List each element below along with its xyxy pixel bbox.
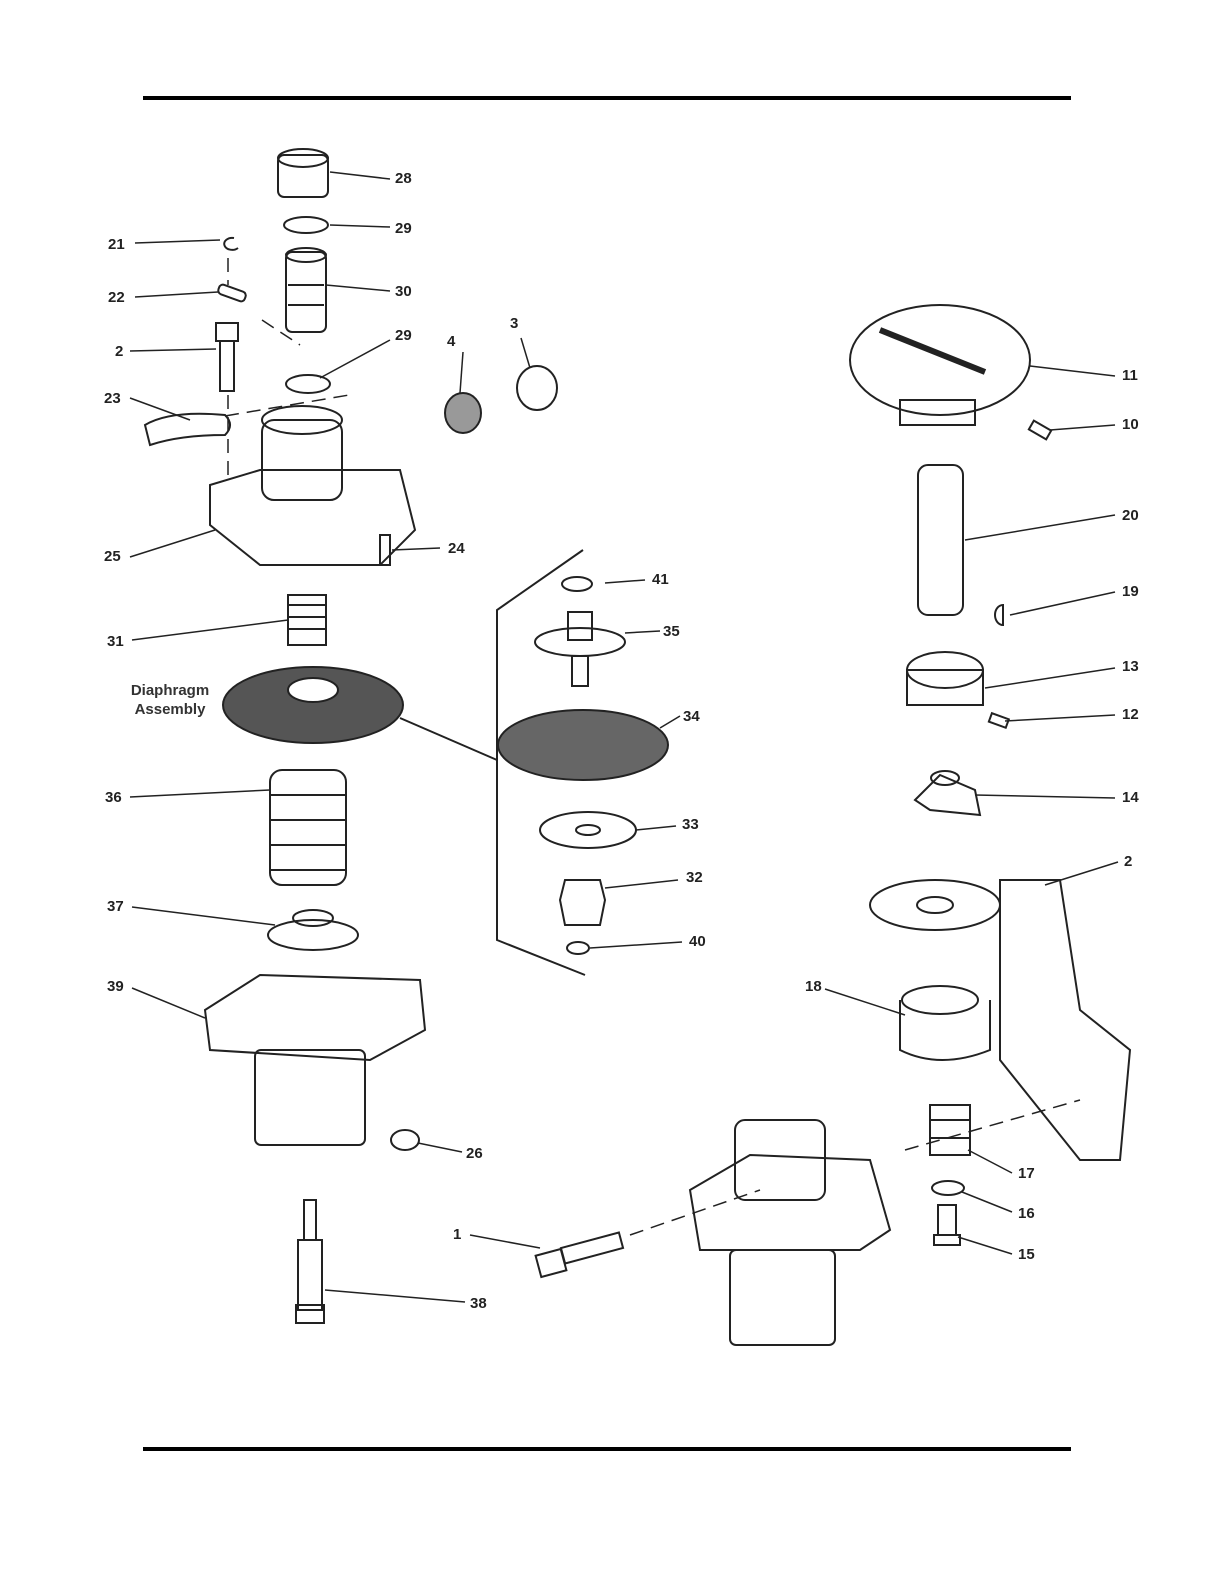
diaphragm-assembly-label: Diaphragm Assembly [120, 681, 220, 719]
callout-25: 25 [104, 548, 121, 565]
callout-39: 39 [107, 978, 124, 995]
diaphragm-leader [400, 718, 497, 760]
callout-21: 21 [108, 236, 125, 253]
diaphragm-assembly [223, 667, 403, 743]
callout-14: 14 [1122, 789, 1139, 806]
part-32-hex-nut [560, 880, 605, 925]
callout-28: 28 [395, 170, 412, 187]
callout-37: 37 [107, 898, 124, 915]
callout-40: 40 [689, 933, 706, 950]
callout-33: 33 [682, 816, 699, 833]
callout-34: 34 [683, 708, 700, 725]
callout-31: 31 [107, 633, 124, 650]
callout-29-lower: 29 [395, 327, 412, 344]
part-34-diaphragm [498, 710, 668, 780]
part-25-housing [210, 406, 415, 565]
part-35-plate [535, 612, 625, 686]
regulator-assembly [690, 1120, 890, 1345]
part-16-washer [932, 1181, 964, 1195]
part-37-seat [268, 910, 358, 950]
part-20-shaft [918, 465, 963, 615]
callout-19: 19 [1122, 583, 1139, 600]
callout-12: 12 [1122, 706, 1139, 723]
part-28-cap [278, 149, 328, 197]
part-36-bellows [270, 770, 346, 885]
callout-30: 30 [395, 283, 412, 300]
part-2-bolt-left [216, 323, 238, 391]
callout-2-right: 2 [1124, 853, 1132, 870]
part-33-washer [540, 812, 636, 848]
part-26-nut [391, 1130, 419, 1150]
part-4-screen [445, 393, 481, 433]
callout-15: 15 [1018, 1246, 1035, 1263]
callout-41: 41 [652, 571, 669, 588]
part-29-ring-top [284, 217, 328, 233]
part-19-key [995, 605, 1003, 625]
callout-10: 10 [1122, 416, 1139, 433]
part-14-cam [915, 771, 980, 815]
part-2-bracket-right [870, 880, 1130, 1160]
callout-32: 32 [686, 869, 703, 886]
callout-26: 26 [466, 1145, 483, 1162]
part-15-screw [934, 1205, 960, 1245]
callout-36: 36 [105, 789, 122, 806]
part-38-screw [296, 1200, 324, 1323]
callout-35: 35 [663, 623, 680, 640]
callout-11: 11 [1122, 367, 1138, 384]
callout-23: 23 [104, 390, 121, 407]
part-30-valve [286, 248, 326, 332]
callout-18: 18 [805, 978, 822, 995]
callout-4: 4 [447, 333, 455, 350]
part-1-bolt [536, 1233, 623, 1277]
part-29-ring-bottom [286, 375, 330, 393]
callout-20: 20 [1122, 507, 1139, 524]
part-40-ring [567, 942, 589, 954]
part-22-pin [217, 284, 247, 303]
part-17-spring [930, 1105, 970, 1155]
callout-22: 22 [108, 289, 125, 306]
part-21-clip [224, 238, 238, 250]
callout-3: 3 [510, 315, 518, 332]
part-39-lower-housing [205, 975, 425, 1145]
part-41-ring [562, 577, 592, 591]
callout-1: 1 [453, 1226, 461, 1243]
callout-13: 13 [1122, 658, 1139, 675]
part-3-washer [517, 366, 557, 410]
callout-29: 29 [395, 220, 412, 237]
part-10-setscrew [1029, 421, 1051, 440]
part-31-spring [288, 595, 326, 645]
callout-2-left: 2 [115, 343, 123, 360]
part-18-cup [900, 986, 990, 1060]
callout-38: 38 [470, 1295, 487, 1312]
part-11-knob [850, 305, 1030, 425]
callout-16: 16 [1018, 1205, 1035, 1222]
callout-17: 17 [1018, 1165, 1035, 1182]
part-13-collar [907, 652, 983, 705]
callout-24: 24 [448, 540, 465, 557]
